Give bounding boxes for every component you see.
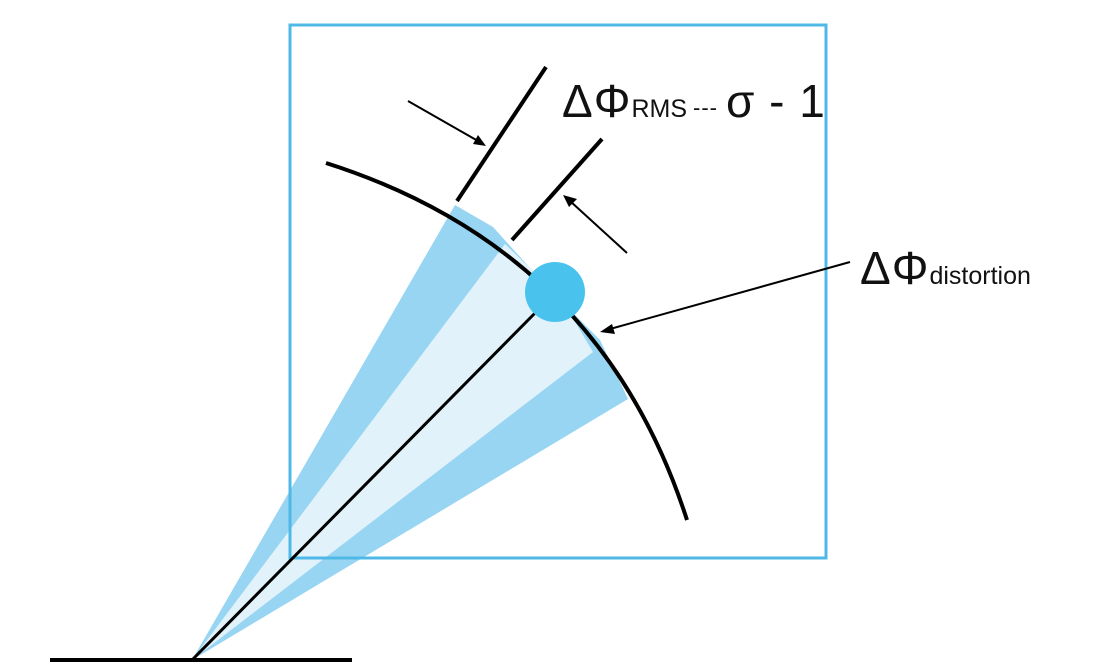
rms-bound-line-inner bbox=[510, 137, 604, 242]
distortion-dot bbox=[525, 262, 585, 322]
rms-arrow-top bbox=[407, 100, 486, 146]
rms-label-dash: --- bbox=[693, 95, 718, 120]
rms-label-symbol: ΔΦ bbox=[562, 75, 632, 127]
rms-arrow-bottom bbox=[563, 195, 628, 254]
rms-label-tail: σ - 1 bbox=[725, 75, 826, 127]
distortion-label-symbol: ΔΦ bbox=[860, 242, 930, 294]
distortion-arrow bbox=[600, 261, 851, 334]
distortion-label: ΔΦdistortion bbox=[860, 245, 1031, 291]
distortion-label-subscript: distortion bbox=[929, 262, 1031, 290]
frame-box bbox=[288, 23, 828, 560]
rms-label: ΔΦRMS--- σ - 1 bbox=[562, 78, 826, 124]
rms-bound-line-outer bbox=[455, 65, 548, 203]
inner-beam-band bbox=[192, 244, 593, 660]
rms-label-subscript: RMS bbox=[631, 95, 687, 123]
beam-center-line bbox=[190, 306, 542, 662]
